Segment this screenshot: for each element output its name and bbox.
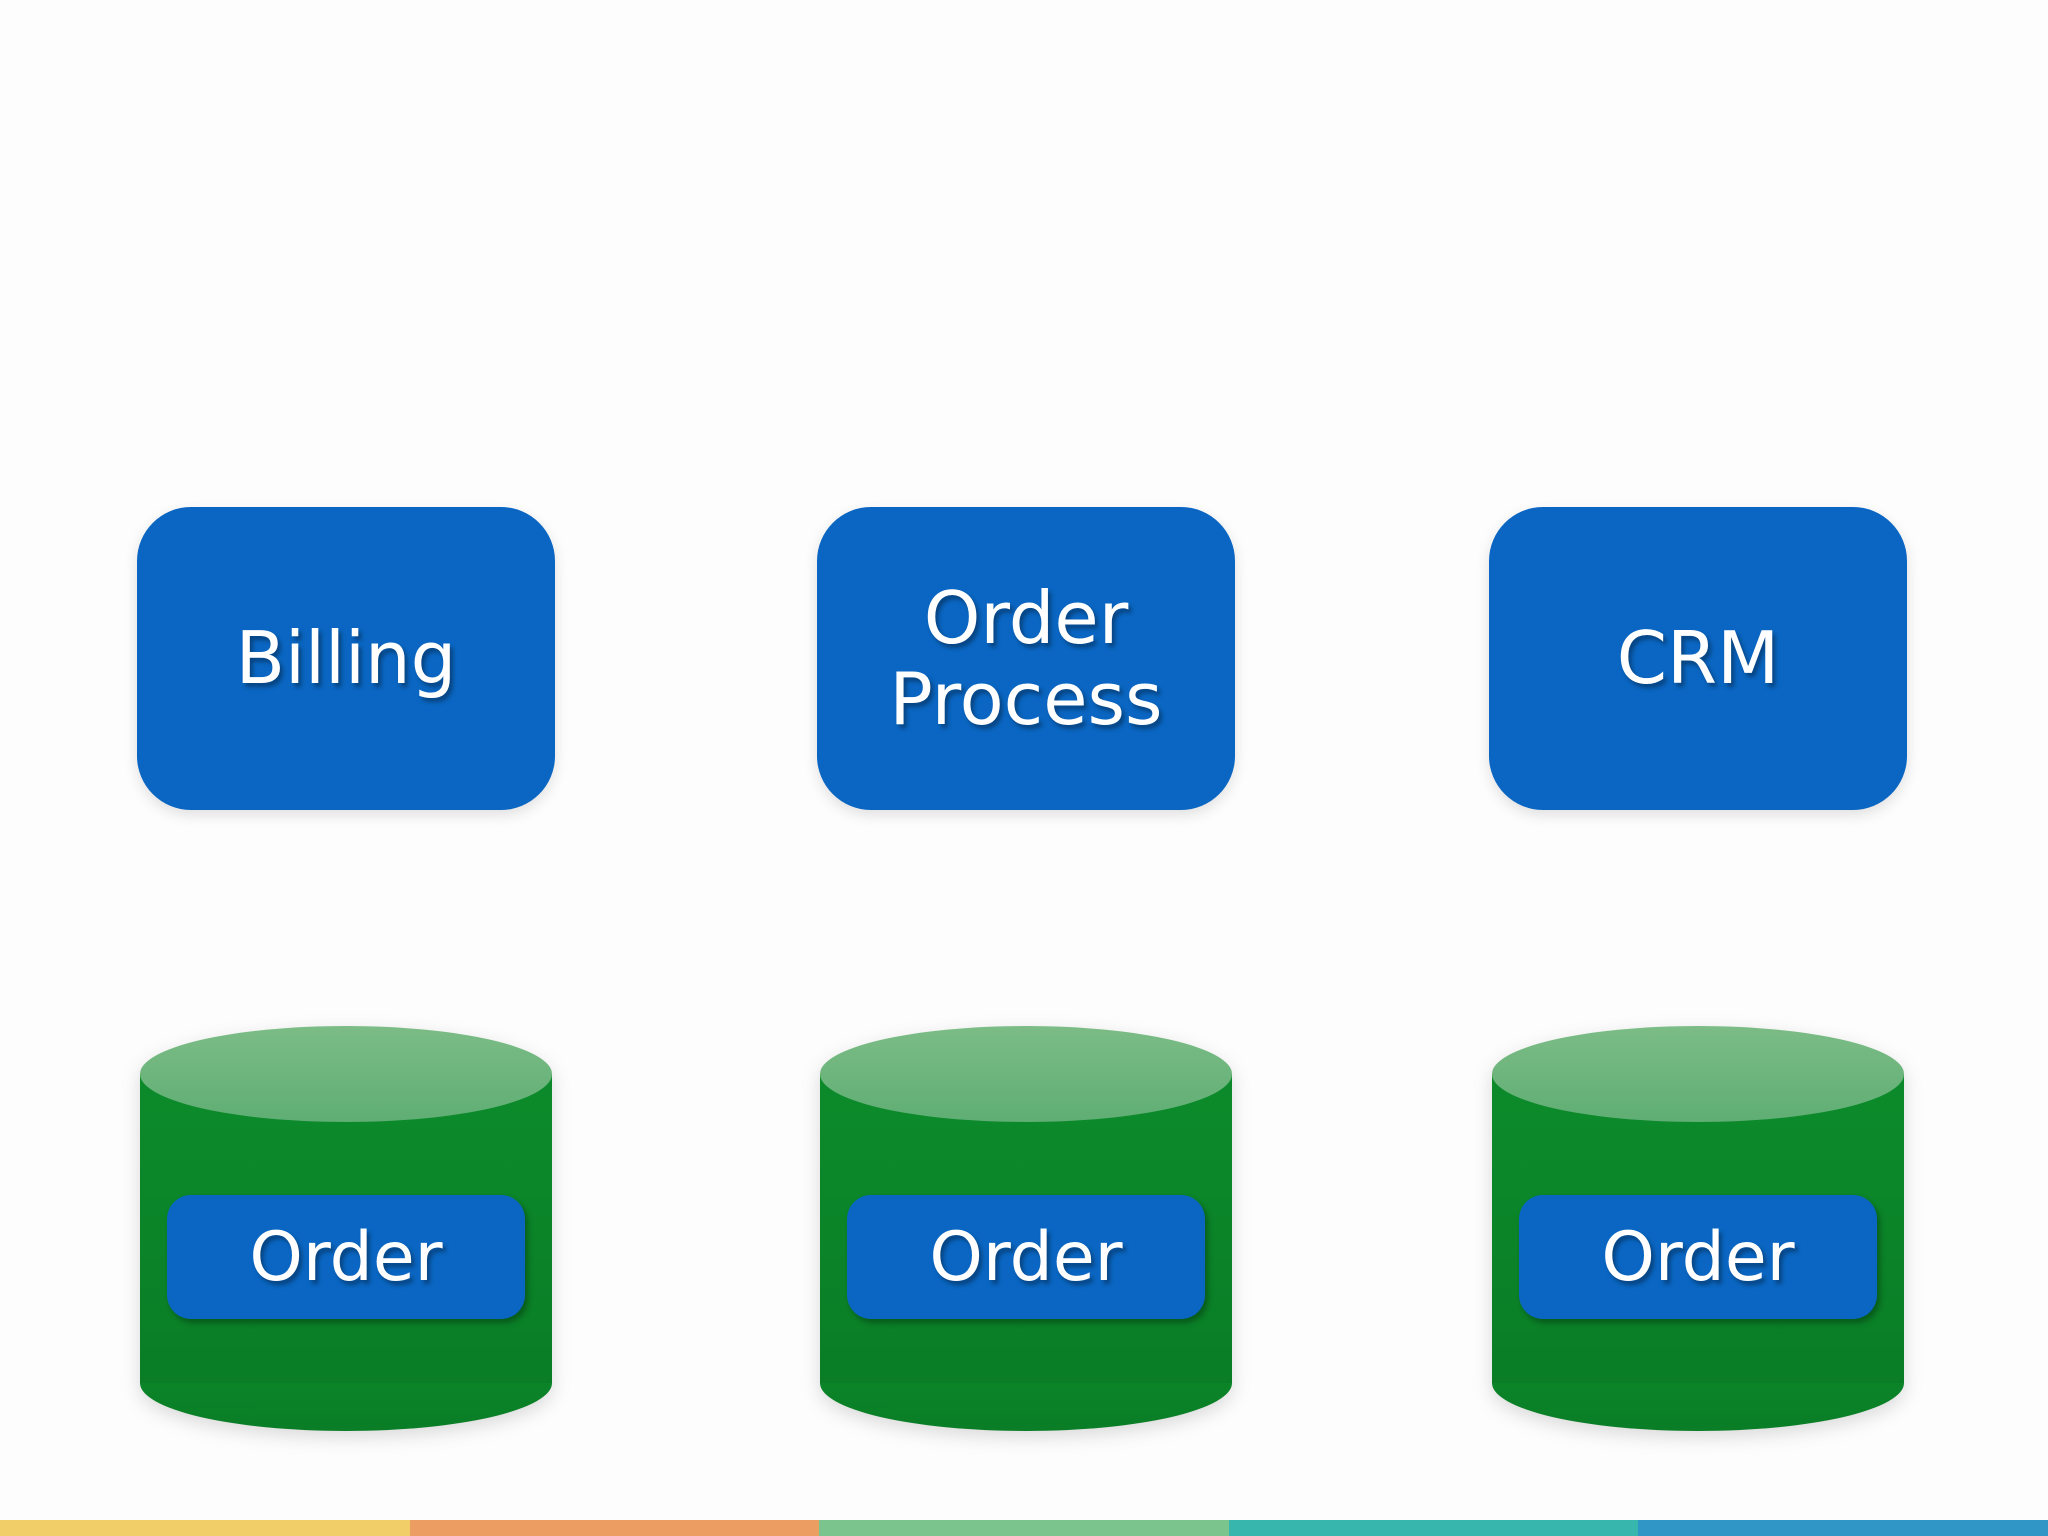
stripe-segment-teal [1228,1520,1639,1536]
database-label: Order [249,1217,443,1297]
service-node-order-process-label: Order Process [889,575,1163,741]
service-node-order-process: Order Process [817,507,1235,810]
database-label: Order [1601,1217,1795,1297]
database-cylinder-order-process: Order [820,1026,1232,1432]
database-label-plate: Order [1519,1195,1877,1319]
database-label-plate: Order [167,1195,525,1319]
cylinder-top-cap [1492,1026,1904,1122]
service-node-billing: Billing [137,507,555,810]
database-label: Order [929,1217,1123,1297]
database-label-plate: Order [847,1195,1205,1319]
cylinder-top-cap [820,1026,1232,1122]
footer-accent-stripe [0,1520,2048,1536]
service-node-billing-label: Billing [235,616,457,701]
database-cylinder-billing: Order [140,1026,552,1432]
database-cylinder-crm: Order [1492,1026,1904,1432]
cylinder-top-cap [140,1026,552,1122]
stripe-segment-orange [409,1520,820,1536]
service-node-crm: CRM [1489,507,1907,810]
service-node-crm-label: CRM [1616,616,1780,701]
stripe-segment-blue [1638,1520,2048,1536]
stripe-segment-yellow [0,1520,410,1536]
stripe-segment-green [819,1520,1229,1536]
